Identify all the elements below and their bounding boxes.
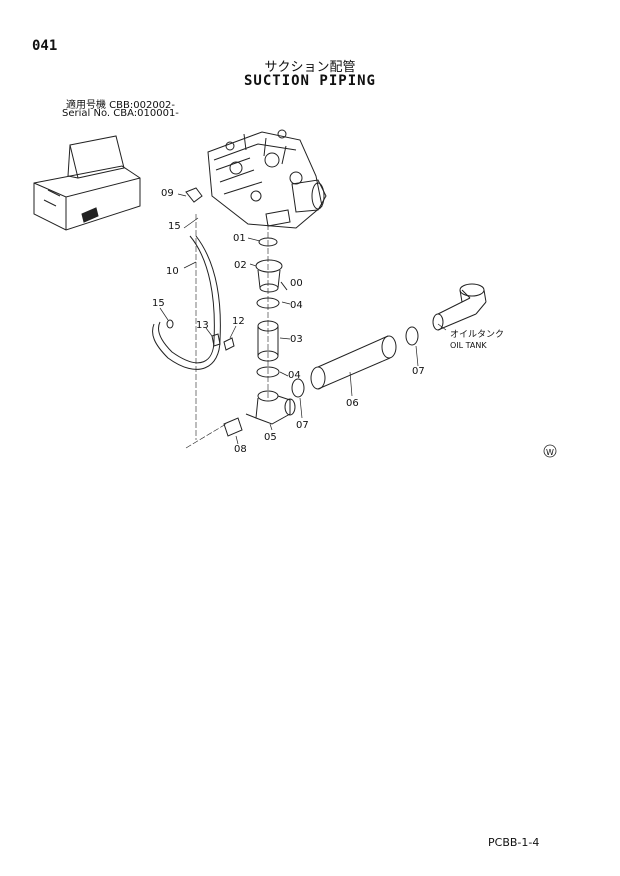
label-02: 02 (234, 260, 247, 271)
label-03: 03 (290, 334, 303, 345)
footer-code: PCBB-1-4 (488, 836, 540, 849)
hose-clamp-04-upper (256, 297, 280, 309)
title-english: SUCTION PIPING (243, 73, 376, 89)
label-01: 01 (233, 233, 246, 244)
leader-lines (159, 193, 447, 445)
flange-02 (255, 259, 283, 293)
label-04-lower: 04 (288, 370, 301, 381)
label-12: 12 (232, 316, 245, 327)
elbow-fitting-05 (245, 390, 296, 425)
oil-tank-pipe (432, 283, 487, 331)
label-06: 06 (346, 398, 359, 409)
serial-line-applicable: 適用号機 CBB:002002- (66, 100, 176, 111)
hose-clamp-04-lower (256, 366, 280, 378)
suction-hose-06 (310, 335, 397, 390)
elbow-09 (185, 187, 203, 203)
o-ring-15 (166, 319, 174, 329)
bolt-00 (280, 281, 288, 291)
label-15-upper: 15 (168, 221, 181, 232)
label-10: 10 (166, 266, 179, 277)
fitting-12 (223, 337, 235, 351)
o-ring-01 (258, 237, 278, 247)
label-00: 00 (290, 278, 303, 289)
serial-line-number: Serial No. CBA:010001- (62, 108, 179, 119)
title-japanese: サクション配管 (264, 60, 356, 75)
oil-tank-label-jp: オイルタンク (450, 329, 504, 340)
hose-03 (257, 320, 279, 362)
hose-clamp-07-right (405, 326, 419, 346)
label-04-upper: 04 (290, 300, 303, 311)
drain-hose-10 (158, 235, 215, 364)
label-08: 08 (234, 444, 247, 455)
circled-mark-icon (543, 444, 557, 458)
label-09: 09 (161, 188, 174, 199)
adapter-08 (223, 417, 243, 437)
label-07-left: 07 (296, 420, 309, 431)
fitting-13 (211, 333, 221, 347)
label-15-lower: 15 (152, 298, 165, 309)
hydraulic-pump-assembly (207, 129, 327, 229)
label-13: 13 (196, 320, 209, 331)
label-05: 05 (264, 432, 277, 443)
page-number: 041 (32, 38, 58, 54)
hose-clamp-07-left (291, 378, 305, 398)
circled-mark-letter: W (546, 448, 554, 457)
excavator-thumbnail (33, 135, 141, 231)
label-07-right: 07 (412, 366, 425, 377)
oil-tank-label-en: OIL TANK (450, 341, 487, 350)
